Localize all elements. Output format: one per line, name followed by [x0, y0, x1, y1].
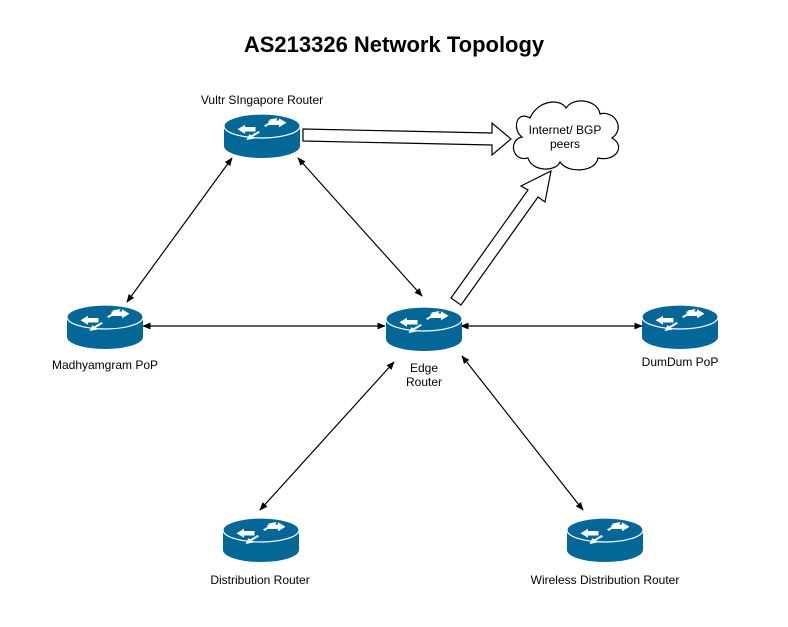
router-distribution-icon	[222, 517, 300, 563]
router-dumdum-icon	[641, 304, 719, 350]
edge-router-label: Edge Router	[374, 361, 474, 389]
uplink-arrow-edge-internet	[450, 169, 552, 306]
distribution-router-label: Distribution Router	[210, 573, 310, 587]
router-edge-icon	[385, 306, 463, 352]
vultr-router-label: Vultr SIngapore Router	[200, 93, 324, 107]
edge-router-label-line2: Router	[405, 375, 443, 389]
link-vultr-madhyamgram	[126, 157, 233, 303]
uplink-arrows	[302, 121, 552, 306]
internet-cloud-label-line2: peers	[549, 137, 581, 151]
internet-cloud-label: Internet/ BGP peers	[516, 123, 614, 151]
router-madhyamgram-icon	[66, 304, 144, 350]
edge-router-label-line1: Edge	[409, 361, 439, 375]
uplink-arrow-vultr-internet	[302, 121, 512, 157]
madhyamgram-pop-label: Madhyamgram PoP	[51, 358, 159, 372]
dumdum-pop-label: DumDum PoP	[641, 355, 719, 369]
diagram-title: AS213326 Network Topology	[243, 32, 545, 57]
internet-cloud-label-line1: Internet/ BGP	[528, 123, 602, 137]
link-edge-wireless	[461, 355, 584, 511]
router-vultr-icon	[223, 113, 301, 159]
wireless-distribution-router-label: Wireless Distribution Router	[530, 573, 680, 587]
internet-cloud	[512, 100, 620, 171]
router-wireless-icon	[566, 517, 644, 563]
connections	[126, 157, 643, 511]
link-edge-distribution	[259, 361, 395, 511]
link-vultr-edge	[297, 157, 423, 297]
